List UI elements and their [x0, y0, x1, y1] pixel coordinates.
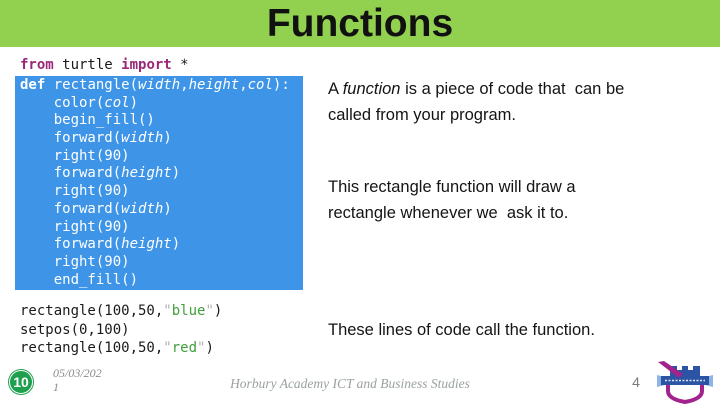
crest-shield-icon: [666, 380, 704, 404]
school-crest-logo: [657, 361, 713, 404]
paragraph-function-definition: A function is a piece of code that can b…: [328, 80, 625, 124]
crest-ribbon-icon: [661, 376, 709, 385]
code-highlight-box: def rectangle(width,height,col): color(c…: [15, 76, 303, 290]
paragraph-call-note: These lines of code call the function.: [328, 321, 595, 339]
footer-date-line1: 05/03/202: [53, 366, 102, 380]
code-call-lines: rectangle(100,50,"blue")setpos(0,100)rec…: [20, 303, 223, 356]
code-import-line: from turtle import *: [20, 57, 189, 73]
footer-date-line2: 1: [53, 380, 59, 394]
footer-school-text: Horbury Academy ICT and Business Studies: [230, 376, 470, 391]
page-number: 4: [632, 374, 640, 390]
badge-number-label: 10: [13, 374, 29, 390]
header-bar: [0, 0, 720, 47]
crest-pen-icon: [658, 361, 683, 378]
slide-title: Functions: [266, 1, 454, 45]
green-number-badge: 10: [8, 369, 34, 395]
footer-date: 05/03/202 1: [53, 366, 115, 394]
